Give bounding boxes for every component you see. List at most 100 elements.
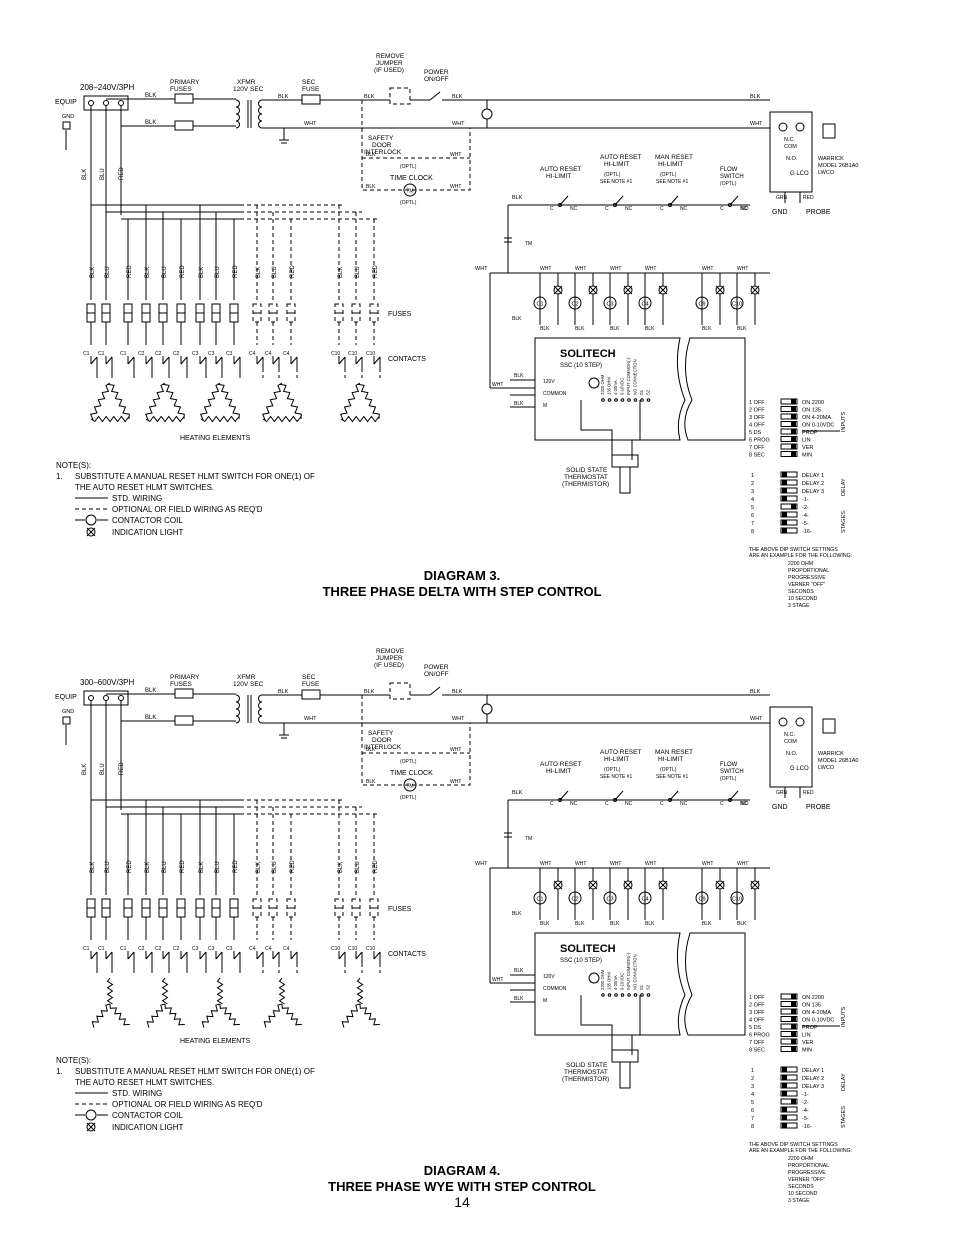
contact-symbol [90, 356, 98, 368]
phase-wire-label: BLK [145, 862, 151, 873]
indication-light-symbol [623, 285, 633, 295]
wire [715, 285, 725, 295]
element-coil [281, 1003, 302, 1026]
switch-contact [668, 203, 672, 207]
jumper-label: (IF USED) [374, 67, 404, 74]
dip-example-line: SECONDS [788, 589, 814, 595]
wire-color-label: BLK [366, 184, 376, 190]
wire-color-label: BLK [145, 688, 156, 694]
solitech-subtitle: SSC (10 STEP) [560, 958, 602, 964]
dip-switch-setting: VER [802, 445, 813, 451]
phase-wire-label: RED [233, 265, 239, 278]
dip-switch-number: 3 OFF [749, 1010, 765, 1016]
limit-label: HI-LIMIT [546, 173, 571, 180]
dip-switch-toggle [791, 504, 796, 509]
dip-switch-setting: DELAY 3 [802, 1084, 824, 1090]
wire-color-label: BLK [702, 921, 712, 927]
dip-switch-toggle [791, 422, 796, 426]
wire-color-label: WHT [452, 716, 465, 722]
limit-label: AUTO RESET [600, 749, 641, 756]
contact-c-label: C [660, 206, 664, 212]
terminal [640, 398, 644, 402]
tm-label: TM [406, 189, 413, 195]
contact-c-label: C [720, 801, 724, 807]
terminal [620, 398, 625, 402]
wire [145, 356, 153, 365]
optl-label: (OPTL) [604, 172, 621, 178]
contact-label: C2 [173, 351, 180, 357]
contact-symbol [145, 951, 153, 963]
phase-wire-label: BLU [105, 266, 111, 278]
dip-switch-toggle [782, 488, 787, 493]
terminal [640, 993, 644, 997]
wire [180, 356, 188, 365]
dip-switch-toggle [782, 480, 787, 485]
terminal [614, 993, 618, 997]
wire [553, 285, 563, 295]
wire-color-label: WHT [304, 716, 317, 722]
dip-switch-number: 7 OFF [749, 1040, 765, 1046]
wire-color-label: BLK [645, 921, 655, 927]
tm-label: TM [525, 241, 532, 247]
indication-light-symbol [623, 880, 633, 890]
indication-light-symbol [658, 880, 668, 890]
contactor-coil-symbol [730, 891, 744, 905]
wire [338, 951, 346, 960]
wire-color-label: BLK [610, 921, 620, 927]
limit-label: AUTO RESET [540, 761, 581, 768]
dip-switch-setting: ON 2200 [802, 400, 824, 406]
heating-element-wye [91, 977, 130, 1028]
indication-light-symbol [715, 880, 725, 890]
dip-switch-number: 5 DS [749, 430, 762, 436]
dip-switch-setting: PROP [802, 430, 818, 436]
switch-contact [728, 203, 732, 207]
dip-example-line: 10 SECOND [788, 596, 818, 602]
dip-switch [780, 1008, 798, 1015]
dip-switch-setting: -16- [802, 529, 812, 535]
primary-fuses-label: FUSES [170, 681, 192, 688]
dip-switch-toggle [791, 1009, 796, 1014]
dip-switch-toggle [791, 1032, 796, 1036]
dip-note: THE ABOVE DIP SWITCH SETTINGS [749, 547, 838, 553]
element-coil [341, 1003, 361, 1028]
dip-switch-setting: ON 4-20MA [802, 1010, 831, 1016]
thermistor-probe [619, 466, 631, 494]
wire-color-label: WHT [645, 266, 656, 272]
dip-switch [780, 1082, 798, 1089]
contact-label: C10 [366, 946, 375, 952]
dip-switch [780, 1114, 798, 1121]
contacts-label: CONTACTS [388, 951, 426, 958]
fuse-symbol [174, 93, 194, 104]
sensor-label: THERMOSTAT [564, 1069, 608, 1076]
dip-switch-number: 2 OFF [749, 408, 765, 414]
phase-wire-label: BLU [105, 861, 111, 873]
flow-label: FLOW [720, 167, 738, 173]
contact-label: C2 [155, 946, 162, 952]
dip-switch [780, 495, 798, 502]
dip-switch-toggle [782, 1123, 787, 1128]
dip-example-line: PROGRESSIVE [788, 575, 826, 581]
legend-std-wiring: STD. WIRING [112, 494, 162, 503]
dip-switch-setting: PROP [802, 1025, 818, 1031]
contactor-coil-symbol [695, 891, 709, 905]
legend-contactor-coil: CONTACTOR COIL [112, 1111, 183, 1120]
element-coil [145, 415, 185, 423]
wire [614, 195, 624, 206]
power-switch-label: POWER [424, 664, 449, 671]
nc-label: N.C. [784, 137, 795, 143]
element-coil [106, 977, 114, 1005]
coil-label: C9 [698, 302, 705, 308]
wire-color-label: WHT [702, 266, 713, 272]
element-coil [162, 383, 185, 420]
element-coil [279, 383, 302, 420]
dip-example-line: 3 STAGE [788, 603, 810, 609]
fuse-symbol [301, 689, 321, 700]
transformer-winding [258, 113, 263, 122]
transformer-winding [258, 701, 263, 710]
transformer-winding [235, 113, 240, 122]
contact-label: C2 [155, 351, 162, 357]
element-coil [278, 977, 286, 1005]
contact-nc-label: NC [680, 801, 688, 807]
wire [199, 356, 207, 365]
